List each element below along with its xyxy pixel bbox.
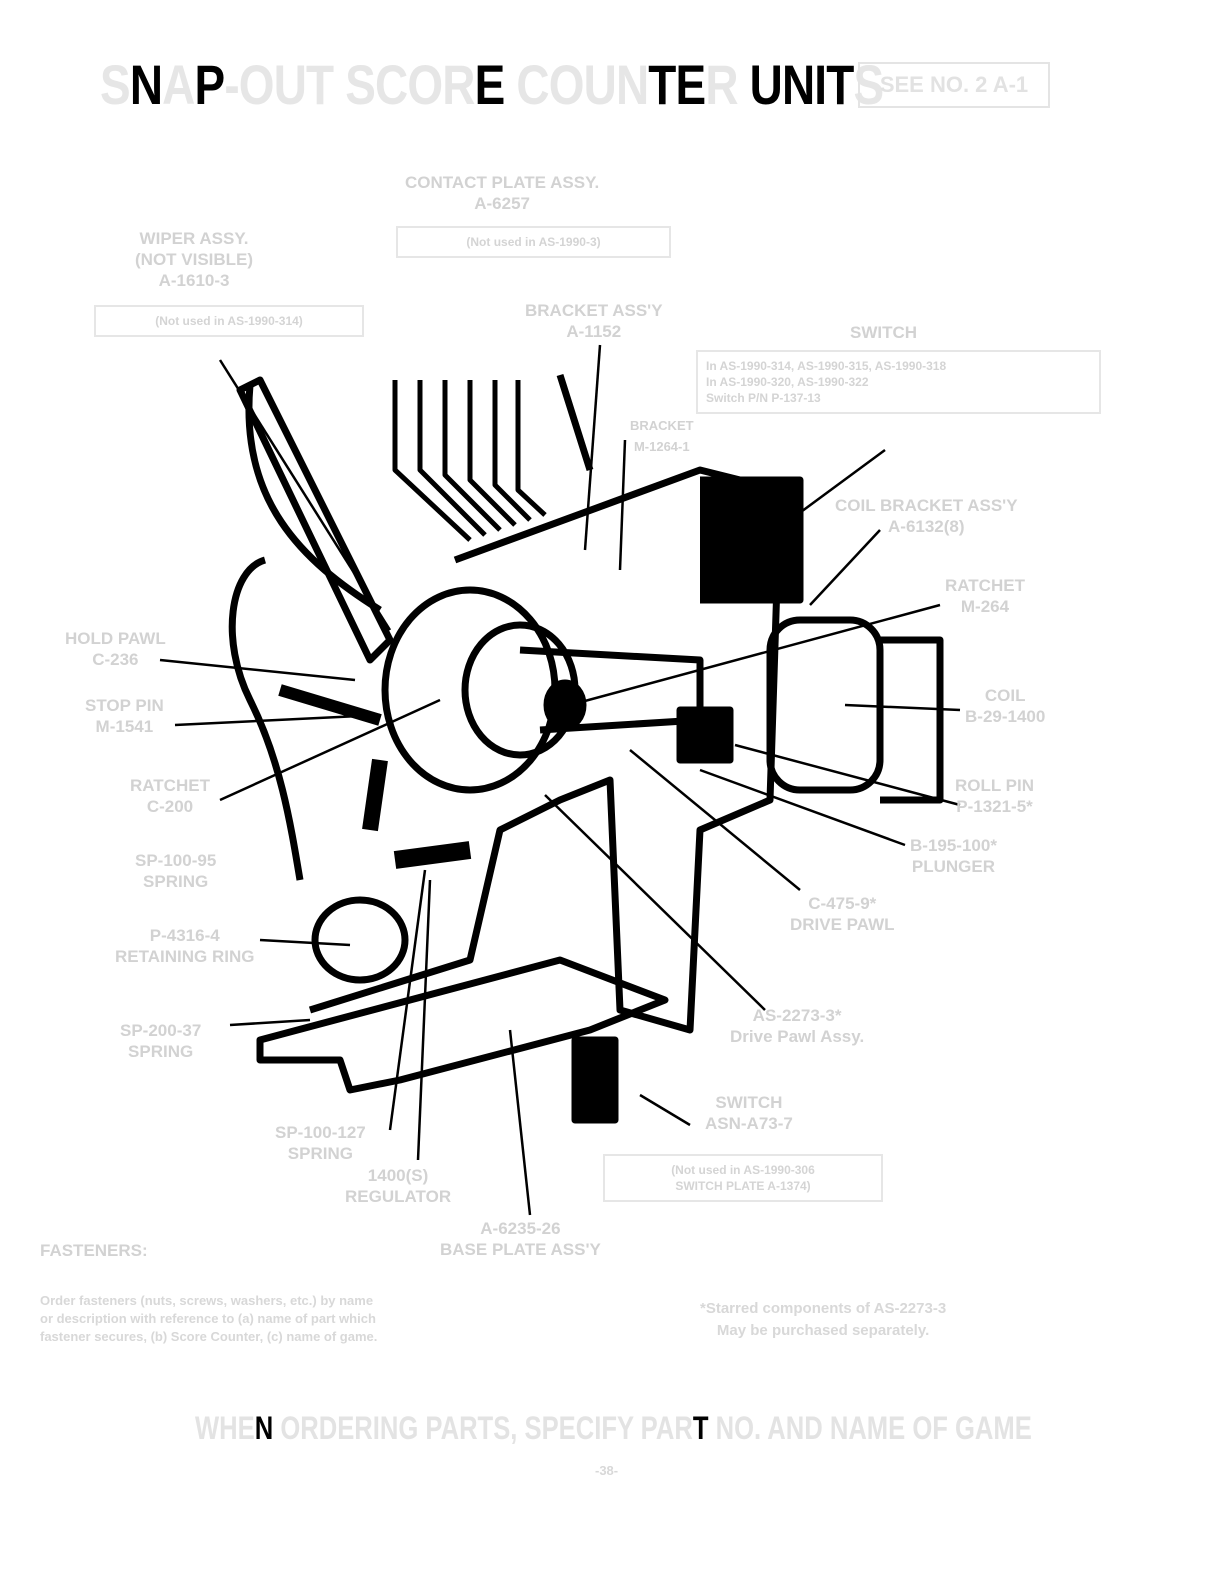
reference-box: SEE NO. 2 A-1 (858, 62, 1050, 108)
shaft (519, 646, 704, 734)
text-segment: N (129, 53, 163, 116)
note-wiper: (Not used in AS-1990-314) (94, 305, 364, 337)
note-switch-top: In AS-1990-314, AS-1990-315, AS-1990-318… (696, 350, 1101, 414)
label-wiper: WIPER ASSY.(NOT VISIBLE)A-1610-3 (135, 229, 254, 290)
text-segment: ORDERING PARTS, SPECIFY PAR (273, 1410, 693, 1446)
label-regulator: 1400(S)REGULATOR (345, 1166, 452, 1206)
text-segment: E (474, 53, 506, 116)
text-segment: COUN (504, 53, 649, 116)
frame-left (228, 556, 304, 881)
spring-vertical (362, 758, 388, 832)
contact-plate-outline (245, 373, 594, 613)
wiper-arm (236, 376, 394, 664)
plunger (676, 706, 734, 764)
label-plunger: B-195-100*PLUNGER (910, 836, 997, 876)
text-segment: T (692, 1410, 709, 1446)
text-segment: -OUT SCOR (224, 53, 475, 116)
note-contact-plate: (Not used in AS-1990-3) (396, 226, 671, 258)
leader-lines (159, 344, 961, 1216)
base-plate (256, 956, 669, 1094)
text-segment: S (100, 53, 131, 116)
retaining-ring (311, 896, 409, 984)
text-segment: TE (648, 53, 706, 116)
label-contact-plate: CONTACT PLATE ASSY.A-6257 (405, 173, 600, 213)
coil (766, 616, 884, 794)
ratchet-wheel (381, 586, 559, 794)
fasteners-heading: FASTENERS: (40, 1241, 148, 1260)
contact-fingers (392, 380, 547, 542)
fasteners-text: Order fasteners (nuts, screws, washers, … (40, 1293, 378, 1344)
text-segment: NO. AND NAME OF GAME (708, 1410, 1032, 1446)
label-switch-top: SWITCH (850, 323, 918, 342)
text-segment: UNIT (749, 53, 855, 116)
text-segment: N (254, 1410, 274, 1446)
page-number: -38- (595, 1463, 619, 1478)
top-switch (700, 476, 804, 604)
label-drive-pawl-assy: AS-2273-3*Drive Pawl Assy. (730, 1006, 865, 1046)
coil-bracket (880, 636, 944, 804)
text-segment: P (194, 53, 226, 116)
spring (393, 841, 472, 869)
shaft-end (543, 679, 587, 731)
bottom-switch (571, 1036, 619, 1124)
text-segment: R (705, 53, 750, 116)
text-segment: WHE (195, 1410, 255, 1446)
label-drive-pawl: C-475-9*DRIVE PAWL (790, 894, 895, 934)
page-title: SNAP-OUT SCORE COUNTER UNITS (100, 52, 884, 117)
ordering-footer: WHEN ORDERING PARTS, SPECIFY PART NO. AN… (195, 1410, 1032, 1447)
text-segment: A (162, 53, 195, 116)
